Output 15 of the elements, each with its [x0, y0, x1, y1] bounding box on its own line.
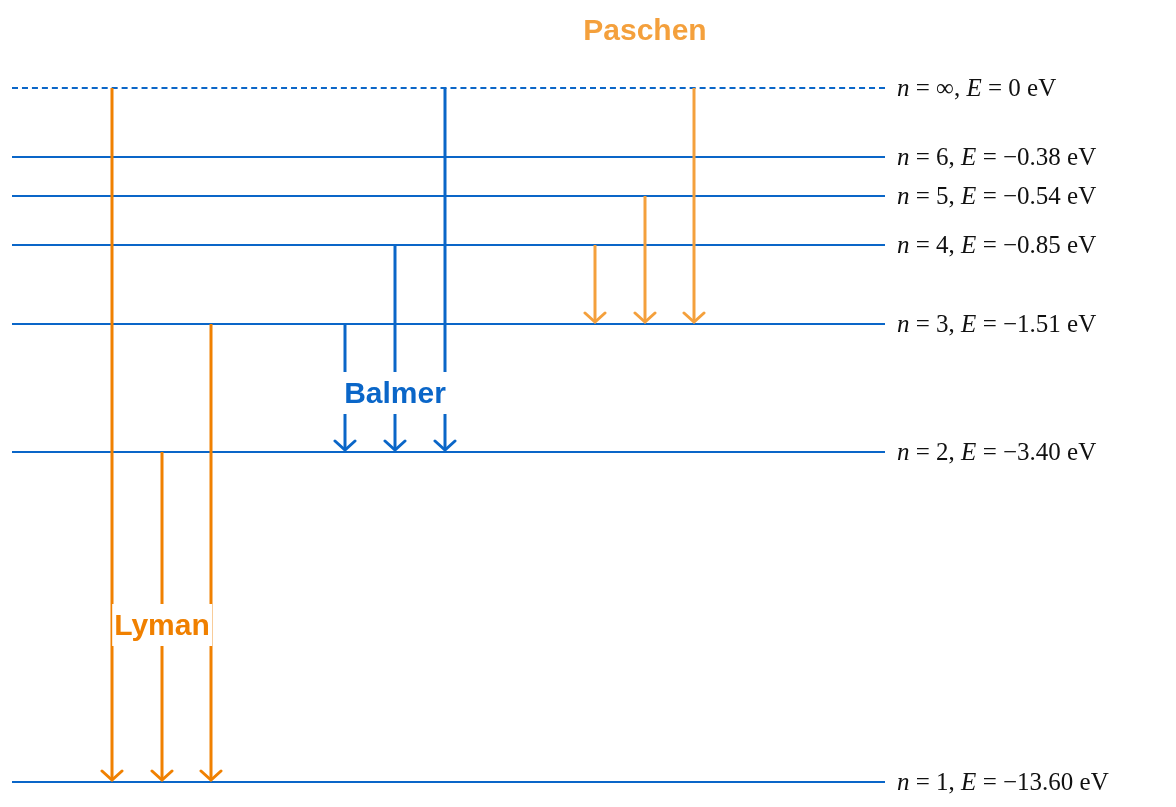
transition-arrow: [682, 88, 706, 324]
energy-level-label: n = 2, E = −3.40 eV: [897, 438, 1097, 466]
transition-arrow: [633, 196, 657, 324]
transition-arrow: [199, 324, 223, 782]
transition-arrow: [100, 88, 124, 782]
energy-level-label: n = 6, E = −0.38 eV: [897, 143, 1097, 171]
energy-level-label: n = 4, E = −0.85 eV: [897, 231, 1097, 259]
energy-level-label: n = 1, E = −13.60 eV: [897, 768, 1109, 796]
energy-level-label: n = ∞, E = 0 eV: [897, 74, 1057, 102]
series-label: Balmer: [342, 372, 448, 414]
transition-arrow: [433, 88, 457, 452]
energy-level-label: n = 3, E = −1.51 eV: [897, 310, 1097, 338]
transition-arrow: [583, 245, 607, 324]
series-label: Lyman: [112, 604, 212, 646]
energy-level-label: n = 5, E = −0.54 eV: [897, 182, 1097, 210]
